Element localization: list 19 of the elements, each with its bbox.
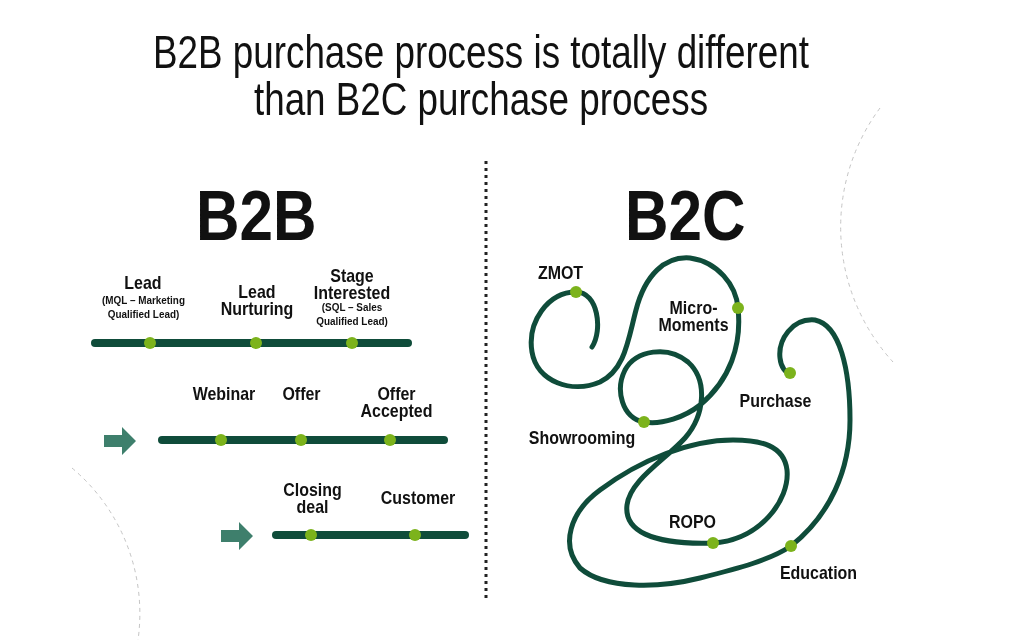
stage-label: Stage Interested: [313, 268, 391, 302]
stage-note: (SQL – Sales Qualified Lead): [315, 300, 389, 329]
title: B2B purchase process is totally different than B2C purchase process: [152, 29, 810, 123]
stage-note: (MQL – Marketing Qualified Lead): [100, 293, 186, 322]
stage-label: Education: [778, 565, 858, 582]
section-heading: B2B: [195, 181, 318, 251]
stage-label: ZMOT: [536, 265, 584, 282]
stage-label: Lead Nurturing: [220, 284, 294, 318]
stage-label: ROPO: [668, 514, 716, 531]
stage-label: Offer: [281, 386, 321, 403]
stage-label: Micro-Moments: [657, 300, 729, 334]
stage-label: Webinar: [192, 386, 256, 403]
stage-label: Customer: [380, 490, 456, 507]
stage-label: Offer Accepted: [359, 386, 433, 420]
stage-label: Lead: [123, 275, 163, 292]
stage-label: Closing deal: [282, 482, 342, 516]
stage-label: Purchase: [738, 393, 812, 410]
section-heading: B2C: [624, 181, 747, 251]
stage-label: Showrooming: [528, 430, 636, 447]
